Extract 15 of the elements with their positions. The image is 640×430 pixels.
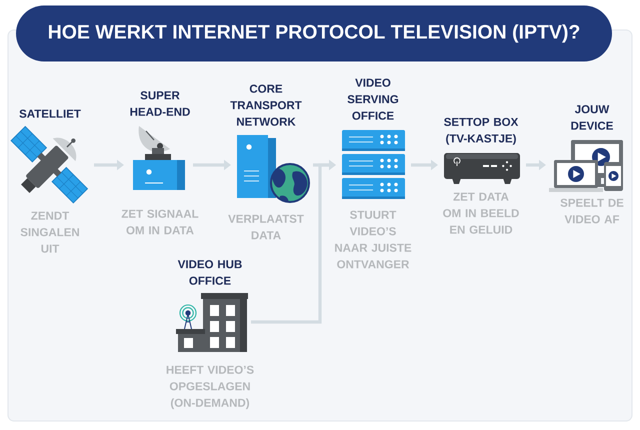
heading: SETTOP BOX (TV-KASTJE) (444, 118, 518, 145)
heading: VIDEO SERVING OFFICE (348, 78, 398, 120)
heading: CORE TRANSPORT NETWORK (230, 84, 302, 126)
description: STUURT VIDEO’S NAAR JUISTE ONTVANGER (335, 210, 412, 268)
description: ZENDT SINGALEN UIT (20, 212, 79, 253)
description: HEEFT VIDEO’S OPGESLAGEN (ON-DEMAND) (166, 366, 254, 410)
title-banner: HOE WERKT INTERNET PROTOCOL TELEVISION (IPTV)? (16, 6, 612, 62)
heading: VIDEO HUB OFFICE (178, 260, 242, 285)
heading: SATELLIET (19, 110, 81, 118)
description: SPEELT DE VIDEO AF (560, 198, 624, 224)
heading: SUPER HEAD-END (130, 91, 190, 116)
heading: JOUW DEVICE (571, 105, 613, 130)
description: ZET SIGNAAL OM IN DATA (122, 210, 198, 234)
description: ZET DATA OM IN BEELD EN GELUID (443, 192, 519, 234)
description: VERPLAATST DATA (228, 214, 304, 240)
